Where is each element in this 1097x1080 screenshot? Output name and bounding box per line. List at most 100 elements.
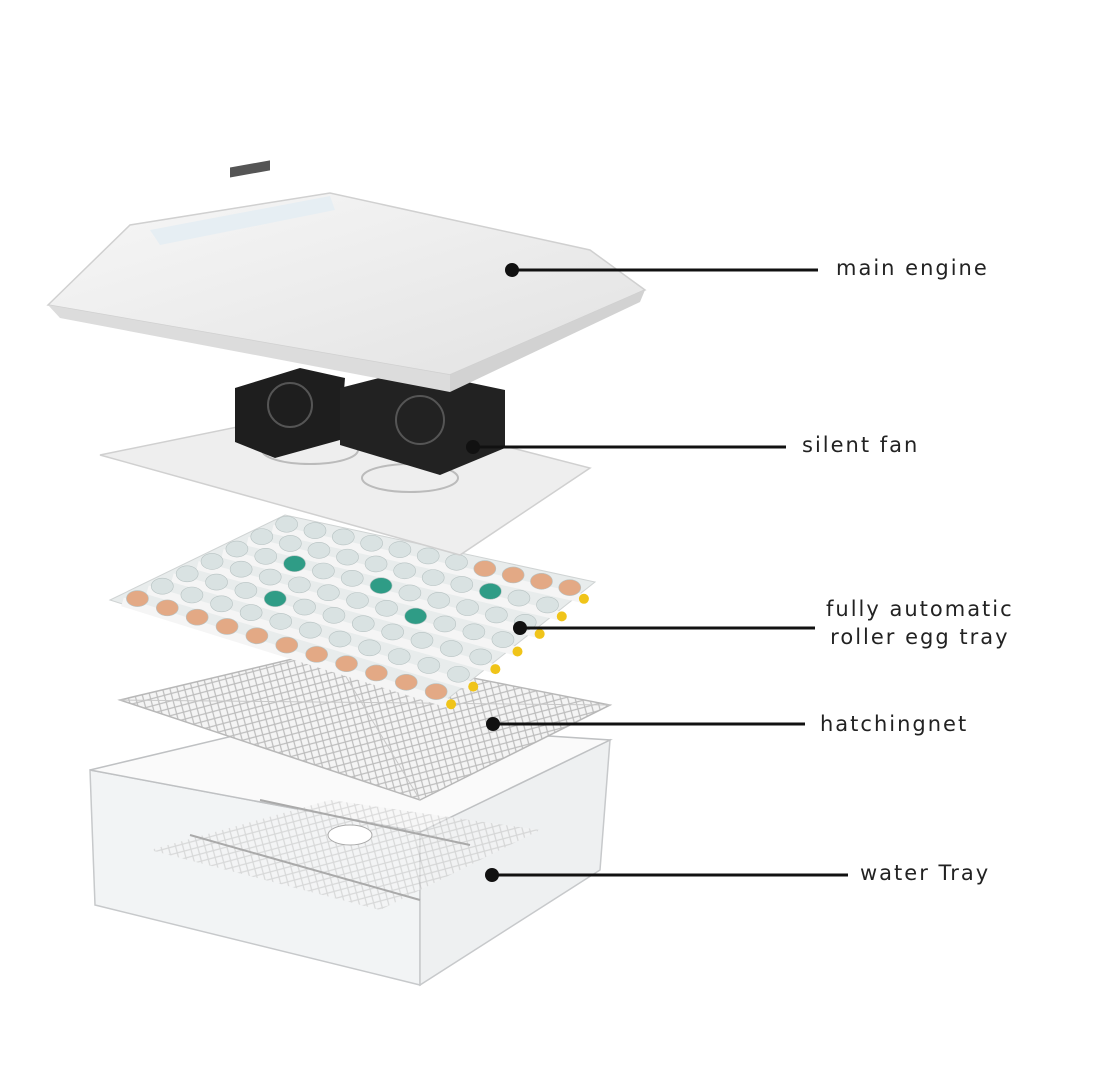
silent-fan-marker xyxy=(466,440,480,454)
egg xyxy=(279,535,302,552)
egg xyxy=(530,572,553,590)
egg xyxy=(501,566,525,584)
egg xyxy=(433,615,457,633)
roller-cap xyxy=(534,628,545,639)
egg xyxy=(416,547,440,565)
hatching-net-marker xyxy=(486,717,500,731)
label-roller-line2: roller egg tray xyxy=(830,625,1010,649)
egg xyxy=(151,577,174,595)
egg xyxy=(215,618,239,635)
hatching-net xyxy=(117,649,613,801)
egg xyxy=(312,562,335,580)
egg xyxy=(275,636,299,654)
egg xyxy=(536,596,559,614)
control-panel xyxy=(150,196,335,245)
egg xyxy=(450,576,474,593)
silent-fan xyxy=(235,368,505,475)
egg xyxy=(340,570,364,587)
label-hatching-net: hatchingnet xyxy=(820,712,969,736)
egg xyxy=(421,569,445,586)
egg xyxy=(283,555,306,572)
egg xyxy=(205,573,228,591)
egg xyxy=(156,599,179,617)
egg xyxy=(424,683,448,700)
roller-egg-tray xyxy=(108,514,597,710)
egg xyxy=(250,528,274,545)
water-tray-marker xyxy=(485,868,499,882)
roller-cap xyxy=(578,593,589,604)
egg xyxy=(456,599,479,616)
roller-cap xyxy=(556,611,567,622)
egg xyxy=(440,640,463,657)
label-main-engine: main engine xyxy=(836,256,989,280)
roller-cap xyxy=(446,699,457,710)
egg xyxy=(258,568,282,586)
egg xyxy=(491,631,515,648)
egg xyxy=(351,615,375,632)
egg xyxy=(307,541,331,559)
egg xyxy=(200,553,224,570)
egg xyxy=(328,630,352,648)
egg xyxy=(335,655,358,672)
egg xyxy=(245,627,269,645)
egg xyxy=(210,595,233,613)
label-roller-line1: fully automatic xyxy=(826,597,1014,621)
egg xyxy=(229,560,253,578)
egg xyxy=(336,548,359,566)
egg xyxy=(479,582,502,600)
egg xyxy=(473,560,497,577)
egg xyxy=(381,623,404,641)
roller-cap xyxy=(468,681,479,692)
egg xyxy=(331,528,355,546)
label-water-tray: water Tray xyxy=(860,861,991,885)
egg xyxy=(305,646,328,663)
egg xyxy=(369,577,393,594)
egg xyxy=(447,665,470,683)
egg xyxy=(358,639,381,657)
egg xyxy=(417,657,441,674)
egg xyxy=(394,673,418,691)
egg xyxy=(360,534,383,552)
egg xyxy=(234,582,258,599)
egg xyxy=(269,613,293,630)
egg xyxy=(303,522,327,539)
egg xyxy=(393,562,416,580)
egg xyxy=(427,591,451,609)
egg xyxy=(404,607,427,625)
egg xyxy=(225,540,249,558)
egg xyxy=(365,664,388,682)
leader-lines xyxy=(473,268,848,877)
egg xyxy=(387,648,411,665)
egg xyxy=(507,589,531,607)
egg xyxy=(180,586,204,604)
main-engine-lid xyxy=(46,160,647,392)
egg xyxy=(126,590,149,607)
egg xyxy=(364,555,388,573)
egg xyxy=(558,579,582,596)
egg xyxy=(263,590,287,608)
egg xyxy=(288,576,311,594)
egg xyxy=(254,548,278,565)
egg xyxy=(293,598,316,616)
egg xyxy=(275,515,298,533)
roller-cap xyxy=(490,664,501,675)
egg xyxy=(388,541,412,558)
egg xyxy=(322,607,346,624)
roller-cap xyxy=(512,646,523,657)
egg xyxy=(175,565,199,583)
egg xyxy=(375,600,398,617)
egg xyxy=(317,584,340,601)
egg xyxy=(469,648,492,666)
label-roller-egg-tray: fully automatic roller egg tray xyxy=(826,595,1014,651)
egg xyxy=(462,623,486,641)
roller-tray-marker xyxy=(513,621,527,635)
egg xyxy=(410,631,434,649)
egg xyxy=(398,584,422,602)
egg xyxy=(185,608,209,626)
egg xyxy=(346,592,369,609)
main-engine-marker xyxy=(505,263,519,277)
egg xyxy=(485,606,508,624)
egg xyxy=(239,604,263,621)
label-silent-fan: silent fan xyxy=(802,433,920,457)
